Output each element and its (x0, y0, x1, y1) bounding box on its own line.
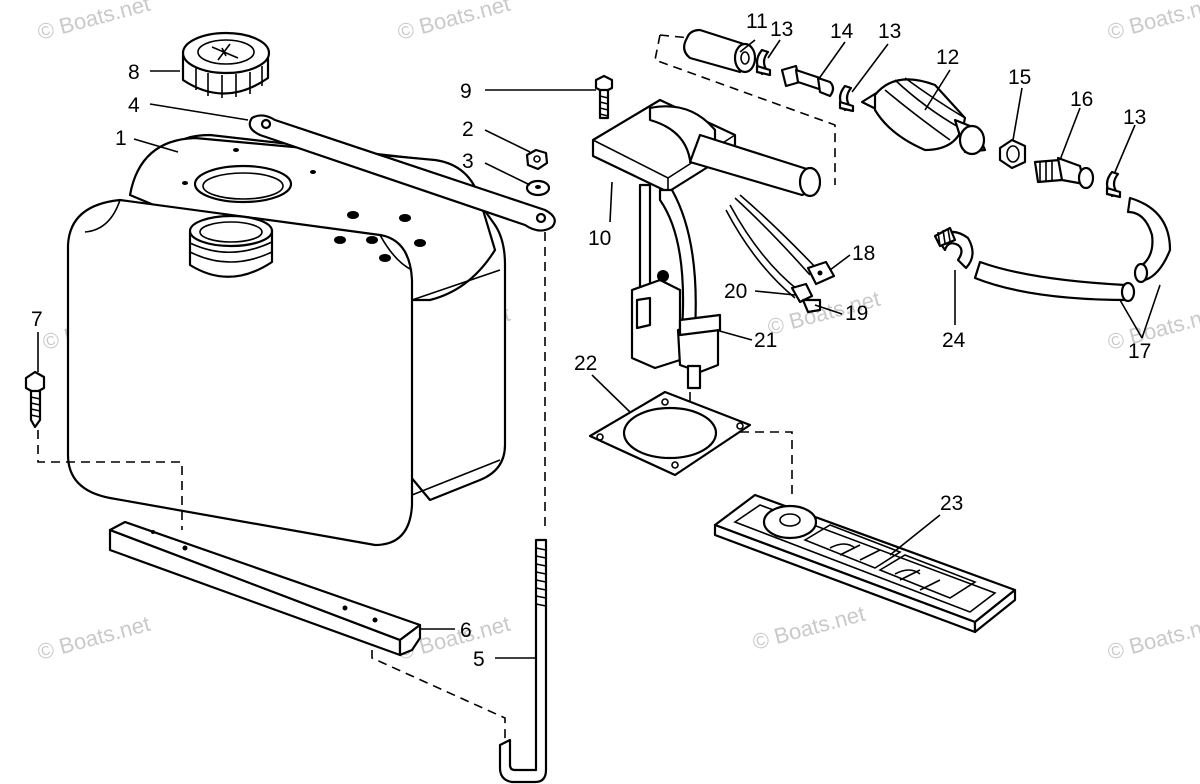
watermark-text: © Boats.net (35, 611, 153, 665)
watermark-text: © Boats.net (750, 601, 868, 655)
fuel-pickup-part[interactable] (591, 98, 822, 390)
callout-3: 3 (462, 150, 474, 173)
gasket-part[interactable] (588, 390, 752, 477)
callout-8: 8 (128, 61, 140, 84)
callout-24: 24 (942, 329, 966, 352)
callout-16: 16 (1070, 88, 1093, 111)
callout-14: 14 (830, 20, 854, 43)
fitting-14-part[interactable] (780, 64, 835, 98)
nut-part[interactable] (525, 148, 549, 171)
callout-18: 18 (852, 242, 875, 265)
hose-17-part[interactable] (973, 196, 1172, 303)
bolt-9-part[interactable] (594, 74, 614, 120)
callout-2: 2 (462, 118, 474, 141)
callout-11: 11 (746, 10, 768, 33)
alignment-lines (37, 34, 836, 740)
sender-wires-part[interactable] (725, 194, 836, 314)
clamp-13-part[interactable] (755, 48, 772, 77)
callout-9: 9 (460, 80, 472, 103)
callout-20: 20 (724, 280, 747, 303)
callout-12: 12 (936, 46, 959, 69)
j-bolt-part[interactable] (498, 538, 548, 784)
callout-4: 4 (128, 94, 140, 117)
hose-clamp-24-part[interactable] (933, 226, 974, 270)
watermark-text: © Boats.net (35, 0, 153, 45)
callout-22: 22 (574, 352, 597, 375)
callout-15: 15 (1008, 66, 1031, 89)
callout-23: 23 (940, 492, 963, 515)
hose-11-part[interactable] (683, 28, 757, 74)
callout-10: 10 (588, 227, 611, 250)
filter-screen-part[interactable] (713, 493, 1017, 634)
connector-16-part[interactable] (1033, 156, 1095, 190)
callout-17: 17 (1128, 340, 1151, 363)
callout-5: 5 (473, 648, 485, 671)
callout-7: 7 (31, 308, 43, 331)
tank-strap-part[interactable] (248, 114, 556, 232)
washer-part[interactable] (525, 179, 551, 197)
callout-1: 1 (115, 127, 127, 150)
callout-6: 6 (460, 619, 472, 642)
clamp-13-part[interactable] (838, 84, 855, 113)
watermark-text: © Boats.net (395, 0, 513, 45)
fuel-tank-part[interactable] (66, 133, 507, 547)
bracket-part[interactable] (108, 520, 422, 657)
bolt-7-part[interactable] (24, 370, 46, 429)
watermark-text: © Boats.net (1105, 611, 1200, 665)
leader-lines (37, 39, 1161, 659)
clamp-13-part[interactable] (1105, 170, 1122, 199)
fuel-cap-part[interactable] (181, 31, 271, 98)
callout-13: 13 (770, 18, 793, 41)
callout-21: 21 (754, 329, 777, 352)
callout-labels: 1 2 3 4 5 6 7 8 9 10 11 12 13 13 13 14 1… (31, 10, 1151, 671)
callout-19: 19 (845, 302, 868, 325)
callout-13: 13 (878, 20, 901, 43)
callout-13: 13 (1123, 106, 1146, 129)
primer-bulb-part[interactable] (860, 77, 987, 156)
nut-15-part[interactable] (998, 138, 1027, 170)
watermark-text: © Boats.net (1105, 0, 1200, 45)
